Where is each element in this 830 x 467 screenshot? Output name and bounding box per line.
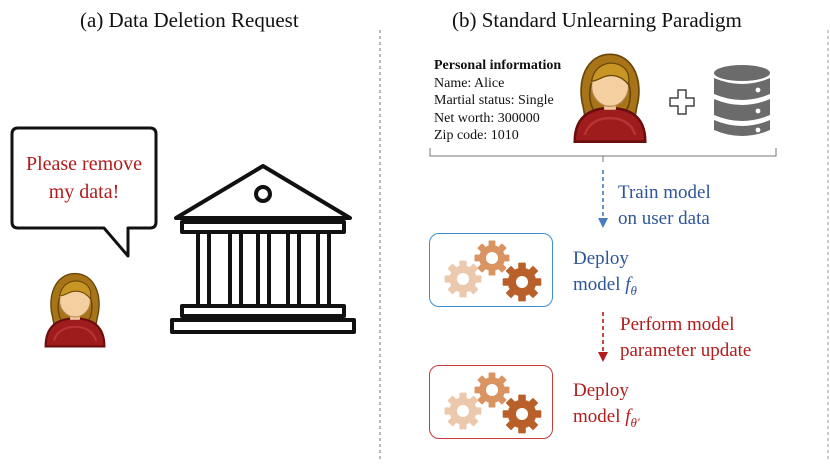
deploy-label-2: Deploy model fθ′ — [573, 378, 640, 431]
deploy1-symbol: f — [625, 274, 631, 295]
speech-text: Please remove my data! — [14, 150, 154, 206]
gears-icon — [444, 372, 542, 434]
database-icon — [714, 65, 770, 136]
deploy2-subscript: θ′ — [630, 415, 640, 430]
model-box-red — [429, 365, 553, 439]
personal-info-heading: Personal information — [434, 58, 562, 73]
deploy2-line-1: Deploy — [573, 380, 629, 401]
deploy-label-1: Deploy model fθ — [573, 246, 637, 299]
panel-b-title: (b) Standard Unlearning Paradigm — [452, 8, 742, 32]
speech-line-1: Please remove — [25, 153, 143, 175]
deploy2-model-word: model — [573, 406, 621, 427]
update-label: Perform model parameter update — [620, 312, 751, 364]
panel-a-title: (a) Data Deletion Request — [80, 8, 299, 32]
update-line-1: Perform model — [620, 314, 735, 335]
plus-icon — [669, 89, 695, 115]
deploy1-model-word: model — [573, 274, 621, 295]
deploy1-line-1: Deploy — [573, 248, 629, 269]
deploy1-subscript: θ — [630, 283, 637, 298]
speech-line-2: my data! — [48, 181, 120, 203]
deploy2-symbol: f — [625, 406, 631, 427]
info-name: Name: Alice — [434, 75, 505, 91]
train-line-2: on user data — [618, 208, 710, 229]
update-line-2: parameter update — [620, 340, 752, 361]
train-line-1: Train model — [618, 182, 711, 203]
gears-icon — [444, 240, 542, 302]
info-status: Martial status: Single — [434, 93, 554, 108]
deploy1-line-2: model fθ — [573, 272, 637, 299]
personal-info: Personal information Name: Alice Martial… — [434, 57, 561, 145]
model-box-blue — [429, 233, 553, 307]
info-worth: Net worth: 300000 — [434, 110, 540, 126]
info-zip: Zip code: 1010 — [434, 128, 519, 143]
bank-building-icon — [170, 164, 356, 334]
train-label: Train model on user data — [618, 180, 711, 232]
deploy2-line-2: model fθ′ — [573, 404, 640, 431]
